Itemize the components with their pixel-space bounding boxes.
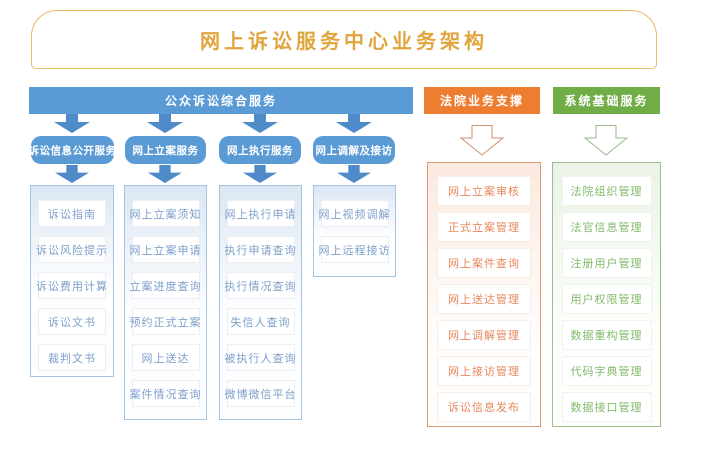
down-arrow-icon: [242, 114, 278, 133]
service-item: 网上立案申请: [130, 236, 201, 263]
service-item: 数据接口管理: [561, 392, 652, 422]
service-item: 用户权限管理: [561, 284, 652, 314]
service-item: 网上执行申请: [225, 200, 296, 227]
service-item: 被执行人查询: [225, 344, 296, 371]
pill-online-filing-service: 网上立案服务: [125, 136, 206, 164]
service-item: 诉讼指南: [38, 200, 106, 227]
service-item: 立案进度查询: [130, 272, 201, 299]
service-item: 法院组织管理: [561, 176, 652, 206]
panel-online-filing: 网上立案须知 网上立案申请 立案进度查询 预约正式立案 网上送达 案件情况查询: [124, 185, 207, 420]
down-arrow-icon: [54, 114, 90, 133]
title-box: 网上诉讼服务中心业务架构: [31, 10, 657, 69]
service-item: 网上远程接访: [319, 236, 390, 263]
service-item: 网上立案须知: [130, 200, 201, 227]
service-item: 法官信息管理: [561, 212, 652, 242]
page-title: 网上诉讼服务中心业务架构: [200, 31, 488, 53]
pill-litigation-info-service: 诉讼信息公开服务: [29, 136, 116, 164]
pill-online-enforcement-service: 网上执行服务: [219, 136, 301, 164]
header-court-business-support: 法院业务支撑: [424, 87, 540, 114]
service-item: 诉讼风险提示: [36, 236, 107, 263]
service-item: 执行申请查询: [225, 236, 296, 263]
panel-online-mediation: 网上视频调解 网上远程接访: [313, 185, 396, 277]
service-item: 代码字典管理: [561, 356, 652, 386]
down-arrow-outline-icon: [584, 125, 628, 156]
down-arrow-icon: [147, 114, 183, 133]
service-item: 网上立案审核: [437, 176, 531, 206]
panel-litigation-info: 诉讼指南 诉讼风险提示 诉讼费用计算 诉讼文书 裁判文书: [30, 185, 114, 377]
service-item: 诉讼信息发布: [437, 392, 531, 422]
service-item: 正式立案管理: [437, 212, 531, 242]
service-item: 网上案件查询: [437, 248, 531, 278]
header-public-litigation-services: 公众诉讼综合服务: [29, 87, 413, 114]
service-item: 网上送达管理: [437, 284, 531, 314]
header-system-base-services: 系统基础服务: [553, 87, 660, 114]
down-arrow-outline-icon: [460, 125, 504, 156]
service-item: 诉讼费用计算: [36, 272, 107, 299]
panel-online-enforcement: 网上执行申请 执行申请查询 执行情况查询 失信人查询 被执行人查询 微博微信平台: [219, 185, 302, 420]
service-item: 诉讼文书: [38, 308, 106, 335]
service-item: 微博微信平台: [225, 380, 296, 407]
pill-online-mediation-service: 网上调解及接访: [313, 136, 395, 164]
down-arrow-icon: [54, 165, 90, 183]
service-item: 网上送达: [131, 344, 200, 371]
service-item: 网上接访管理: [437, 356, 531, 386]
panel-court-support: 网上立案审核 正式立案管理 网上案件查询 网上送达管理 网上调解管理 网上接访管…: [427, 162, 541, 427]
service-item: 注册用户管理: [561, 248, 652, 278]
service-item: 预约正式立案: [130, 308, 201, 335]
service-item: 网上调解管理: [437, 320, 531, 350]
service-item: 执行情况查询: [225, 272, 296, 299]
down-arrow-icon: [147, 165, 183, 183]
down-arrow-icon: [242, 165, 278, 183]
service-item: 案件情况查询: [130, 380, 201, 407]
service-item: 数据重构管理: [561, 320, 652, 350]
down-arrow-icon: [336, 114, 372, 133]
down-arrow-icon: [336, 165, 372, 183]
panel-system-base: 法院组织管理 法官信息管理 注册用户管理 用户权限管理 数据重构管理 代码字典管…: [552, 162, 661, 427]
service-item: 裁判文书: [38, 344, 106, 371]
service-item: 网上视频调解: [319, 200, 390, 227]
service-item: 失信人查询: [226, 308, 295, 335]
